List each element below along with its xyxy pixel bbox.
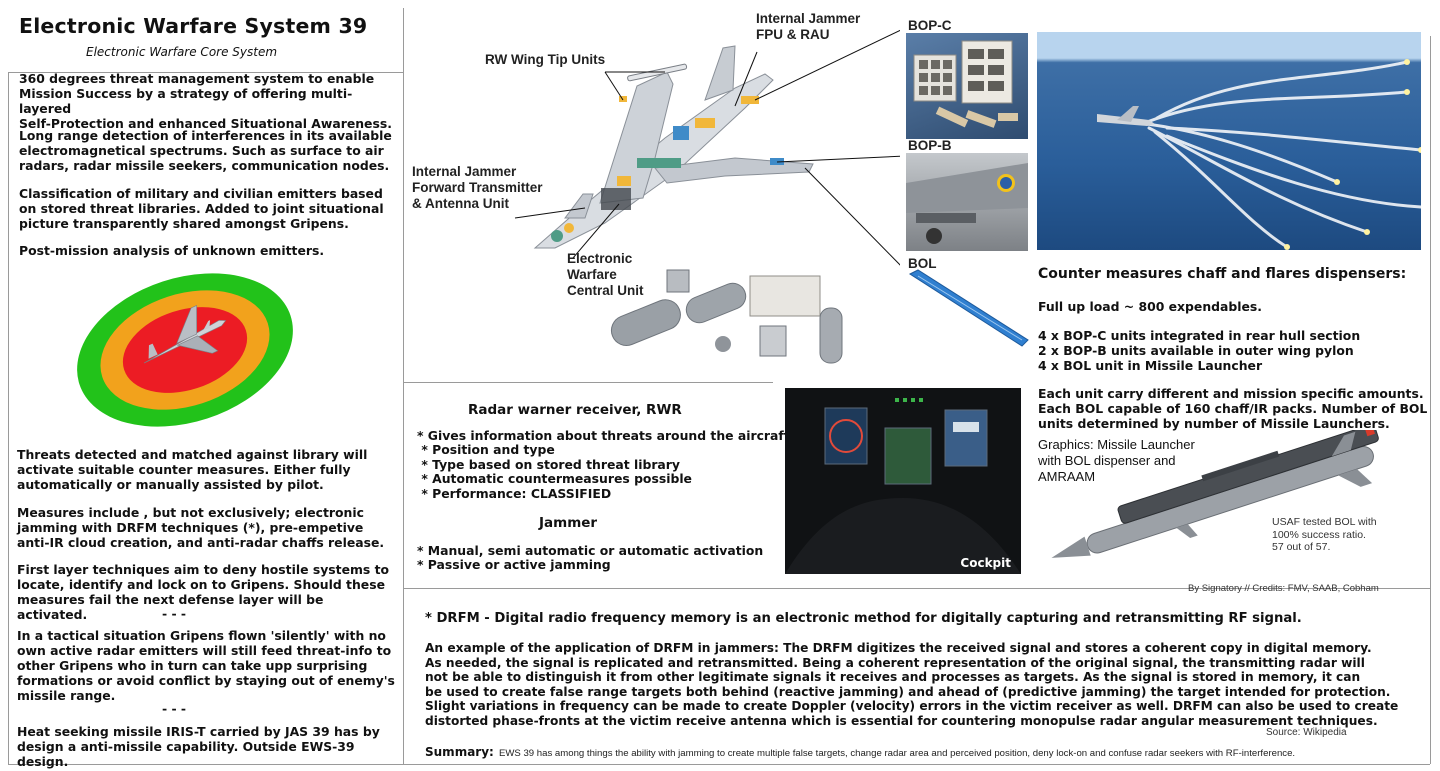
measures-paragraph: Measures include , but not exclusively; … (17, 505, 385, 550)
summary-label: Summary: (425, 745, 494, 759)
summary-line: Summary: EWS 39 has among things the abi… (425, 741, 1295, 760)
heat-seeking-paragraph: Heat seeking missile IRIS-T carried by J… (17, 724, 380, 769)
intro-paragraph-2: Long range detection of interferences in… (19, 128, 392, 173)
rwr-item-3: * Type based on stored threat library (417, 457, 680, 472)
intro-paragraph-4: Post-mission analysis of unknown emitter… (19, 243, 325, 258)
drfm-definition: * DRFM - Digital radio frequency memory … (425, 611, 1302, 626)
drfm-source: Source: Wikipedia (1266, 727, 1347, 738)
separator-2: - - - (162, 701, 187, 716)
dispenser-amounts-text: Each unit carry different and mission sp… (1038, 386, 1428, 431)
page-title: Electronic Warfare System 39 (19, 14, 368, 38)
label-internal-jammer-forward: Internal Jammer Forward Transmitter & An… (412, 164, 543, 211)
separator-1: - - - (162, 606, 187, 621)
label-bol: BOL (908, 256, 937, 271)
page-subtitle: Electronic Warfare Core System (86, 45, 278, 59)
label-bop-b: BOP-B (908, 138, 952, 153)
ew-components-illustration (610, 269, 843, 364)
header-divider (8, 72, 403, 73)
jammer-item-2: * Passive or active jamming (417, 557, 611, 572)
missile-launcher-graphic (1040, 430, 1406, 570)
label-rw-wing-tip: RW Wing Tip Units (485, 52, 606, 67)
rwr-item-1: * Gives information about threats around… (417, 428, 790, 443)
bol-photo (906, 268, 1031, 348)
first-layer-paragraph: First layer techniques aim to deny hosti… (17, 562, 390, 622)
aircraft-diagram (405, 8, 900, 378)
rwr-title: Radar warner receiver, RWR (468, 402, 682, 418)
drfm-example: An example of the application of DRFM in… (425, 641, 1399, 728)
summary-text: EWS 39 has among things the ability with… (498, 748, 1296, 759)
flares-photo (1037, 32, 1421, 250)
label-bop-c: BOP-C (908, 18, 952, 33)
threats-paragraph: Threats detected and matched against lib… (17, 447, 368, 492)
intro-paragraph-3: Classification of military and civilian … (19, 186, 384, 231)
rwr-item-2: * Position and type (417, 442, 555, 457)
cockpit-label: Cockpit (960, 556, 1011, 570)
dispenser-units-text: 4 x BOP-C units integrated in rear hull … (1038, 328, 1361, 373)
full-load-text: Full up load ~ 800 expendables. (1038, 299, 1262, 314)
tactical-paragraph: In a tactical situation Gripens flown 's… (17, 628, 395, 703)
rwr-item-5: * Performance: CLASSIFIED (417, 486, 612, 501)
label-internal-jammer-fpu: Internal Jammer FPU & RAU (756, 11, 861, 42)
threat-rings-graphic (72, 268, 298, 432)
column-divider (403, 8, 404, 764)
drfm-divider (403, 588, 1430, 589)
bop-c-photo (906, 33, 1028, 139)
middle-divider (403, 382, 773, 383)
intro-paragraph-1: 360 degrees threat management system to … (19, 71, 392, 131)
credits: By Signatory // Credits: FMV, SAAB, Cobh… (1188, 583, 1379, 594)
usaf-note: USAF tested BOL with 100% success ratio.… (1272, 516, 1377, 553)
graphics-caption: Graphics: Missile Launcher with BOL disp… (1038, 437, 1195, 484)
label-ew-central-unit: Electronic Warfare Central Unit (567, 251, 644, 298)
right-border (1430, 36, 1431, 764)
jet-silhouette-icon (1097, 106, 1155, 126)
left-border (8, 72, 9, 764)
countermeasures-title: Counter measures chaff and flares dispen… (1038, 266, 1407, 282)
bop-b-photo (906, 153, 1028, 251)
gripen-jet-icon (143, 304, 227, 364)
cockpit-photo: Cockpit (785, 388, 1021, 574)
bottom-border (8, 764, 1430, 765)
jammer-item-1: * Manual, semi automatic or automatic ac… (417, 543, 764, 558)
gripen-aircraft-illustration (533, 45, 814, 249)
rwr-item-4: * Automatic countermeasures possible (417, 471, 692, 486)
jammer-title: Jammer (539, 515, 598, 531)
